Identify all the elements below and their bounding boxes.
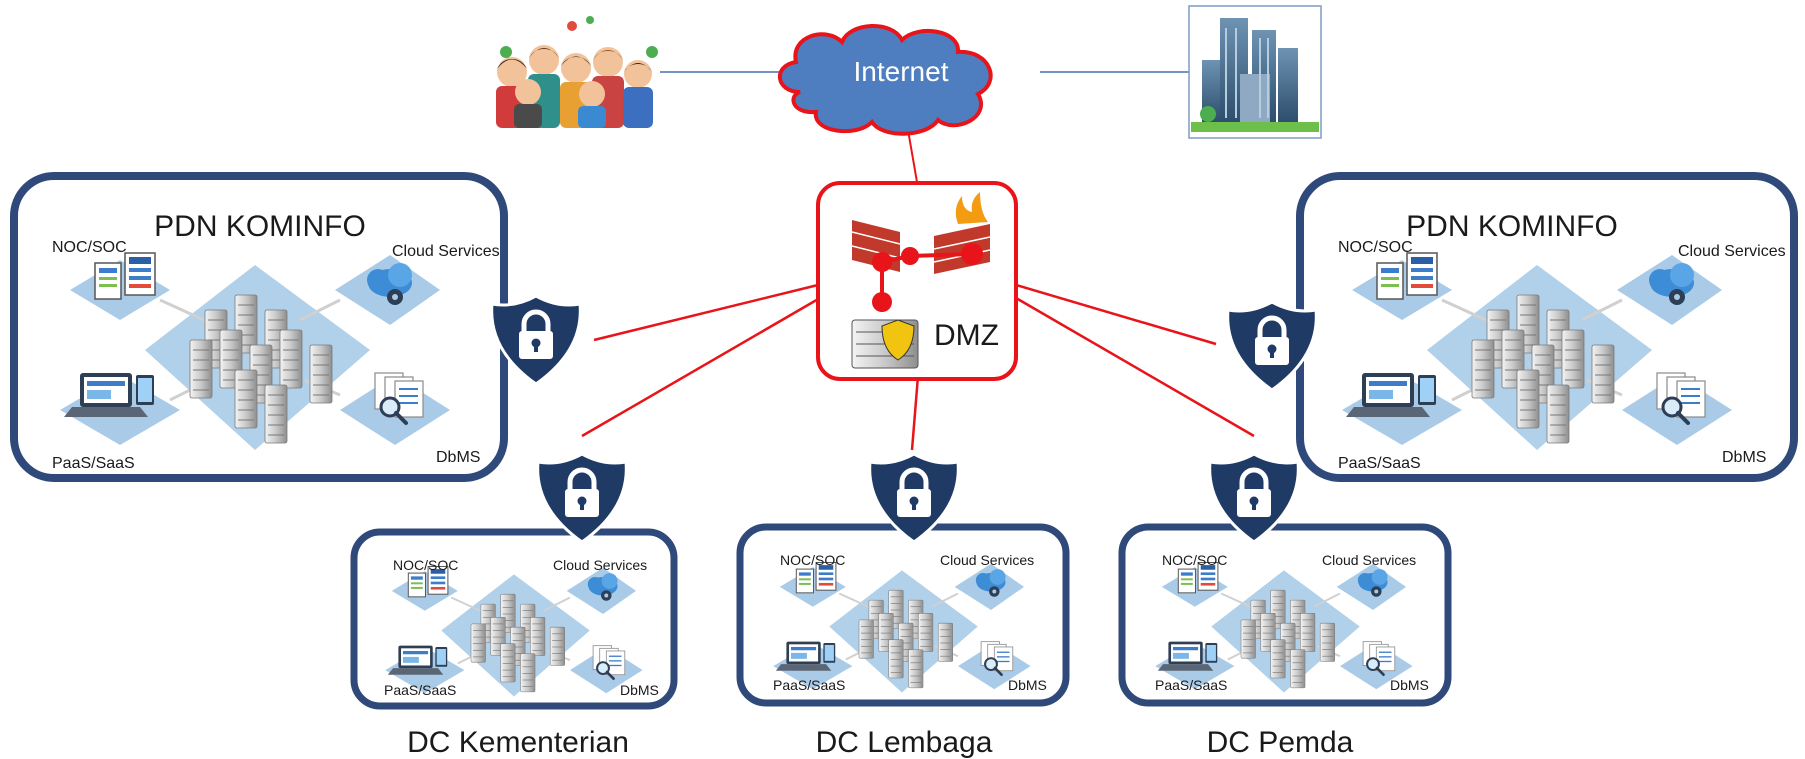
link-internet-dmz [907,129,918,183]
link-dmz-pdn-right [1015,283,1217,346]
dc-lembaga-caption: DC Lembaga [816,726,993,759]
dmz-label: DMZ [934,319,999,352]
kementerian-noc-label: NOC/SOC [393,557,458,573]
lembaga-noc-label: NOC/SOC [780,552,845,568]
link-dmz-lembaga [910,375,920,451]
link-dmz-pdn-left [593,283,819,342]
pdn-left-title: PDN KOMINFO [154,210,366,243]
link-dmz-kementerian [581,296,821,438]
internet-cloud-icon [777,24,993,136]
lembaga-dbms-label: DbMS [1008,677,1047,693]
pdn-right-dbms-label: DbMS [1722,449,1766,466]
server-shield-icon [851,319,919,369]
link-dmz-pemda [1015,296,1255,438]
internet-label: Internet [854,56,949,87]
pemda-dbms-label: DbMS [1390,677,1429,693]
pemda-cloud-label: Cloud Services [1322,552,1416,568]
kementerian-dbms-label: DbMS [620,682,659,698]
pdn-left-paas-label: PaaS/SaaS [52,455,135,472]
pdn-right-paas-label: PaaS/SaaS [1338,455,1421,472]
pdn-right-title: PDN KOMINFO [1406,210,1618,243]
dc-kementerian-caption: DC Kementerian [407,726,629,759]
pemda-noc-label: NOC/SOC [1162,552,1227,568]
lembaga-paas-label: PaaS/SaaS [773,677,845,693]
pdn-left-noc-label: NOC/SOC [52,239,127,256]
dc-kementerian-box [350,528,678,710]
kementerian-cloud-label: Cloud Services [553,557,647,573]
pdn-left-cloud-label: Cloud Services [392,243,500,260]
people-group-icon [496,16,658,128]
buildings-icon [1188,5,1322,139]
dmz-box [816,181,1018,381]
pdn-left-dbms-label: DbMS [436,449,480,466]
pdn-right-cloud-label: Cloud Services [1678,243,1786,260]
lembaga-cloud-label: Cloud Services [940,552,1034,568]
dc-pemda-caption: DC Pemda [1207,726,1354,759]
kementerian-paas-label: PaaS/SaaS [384,682,456,698]
dc-pemda-box [1118,523,1452,707]
pdn-right-noc-label: NOC/SOC [1338,239,1413,256]
pemda-paas-label: PaaS/SaaS [1155,677,1227,693]
